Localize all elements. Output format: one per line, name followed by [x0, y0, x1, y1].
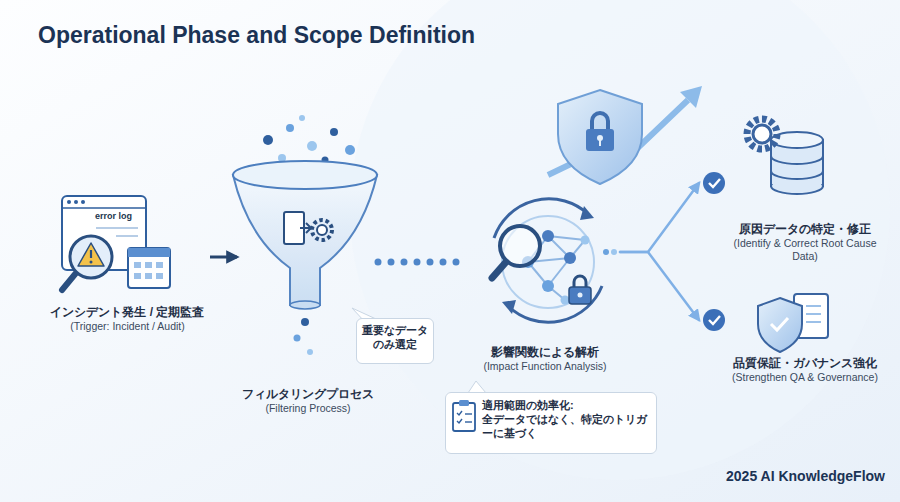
- outcome-box: 品質保証・ガバナンス強化(Strengthen QA & Governance): [700, 280, 880, 400]
- outcome-box: 原因データの特定・修正(Identify & Correct Root Caus…: [700, 130, 880, 270]
- node-heading: 原因データの特定・修正: [739, 222, 871, 237]
- analysis-network: [492, 199, 617, 322]
- node-subtext: (Strengthen QA & Governance): [732, 371, 878, 384]
- node-subtext: 全データではなく、特定のトリガーに基づく: [482, 413, 648, 441]
- data-stream: [378, 259, 469, 266]
- trigger-icon: [62, 196, 170, 290]
- check-mark: [703, 172, 725, 331]
- node-heading: 影響関数による解析: [491, 345, 599, 360]
- analysis-stage: 影響関数による解析(Impact Function Analysis): [470, 195, 620, 385]
- trigger-stage: インシデント発生 / 定期監査(Trigger: Incident / Audi…: [45, 195, 210, 355]
- node-heading: 適用範囲の効率化:: [482, 399, 574, 413]
- flow-arrow: [620, 252, 699, 320]
- node-subtext: (Identify & Correct Root Cause Data): [730, 237, 880, 263]
- flow-arrow: [620, 183, 699, 252]
- node-subtext: (Trigger: Incident / Audit): [70, 320, 185, 333]
- node-heading: 重要なデータのみ選定: [362, 324, 428, 352]
- governance-icon: [758, 294, 828, 352]
- callout-box: 適用範囲の効率化:全データではなく、特定のトリガーに基づく: [445, 392, 657, 454]
- node-heading: 品質保証・ガバナンス強化: [733, 356, 877, 371]
- callout-box-ground: [445, 381, 657, 454]
- window-title: error log: [95, 211, 145, 222]
- filter-stage: フィルタリングプロセス(Filtering Process): [238, 125, 378, 430]
- node-subtext: (Impact Function Analysis): [483, 360, 606, 373]
- node-heading: フィルタリングプロセス: [242, 387, 374, 402]
- page-title: Operational Phase and Scope Definition: [38, 22, 475, 49]
- security-shield: [548, 86, 702, 184]
- callout-bubble: 重要なデータのみ選定: [356, 318, 434, 364]
- footer-credit: 2025 AI KnowledgeFlow: [680, 468, 885, 485]
- database-icon: [747, 119, 823, 194]
- flow-arrow: [210, 256, 237, 259]
- node-subtext: (Filtering Process): [265, 402, 350, 415]
- node-heading: インシデント発生 / 定期監査: [50, 305, 204, 320]
- funnel-icon: [233, 115, 377, 355]
